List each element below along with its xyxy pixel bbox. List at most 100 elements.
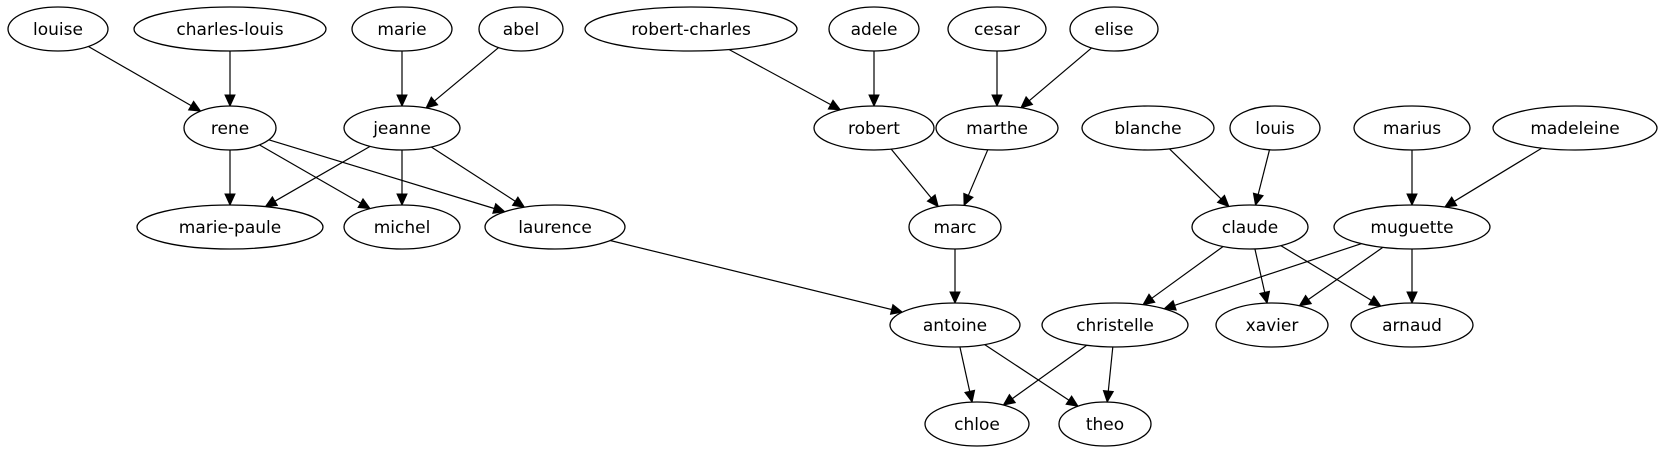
node-label: adele [851,20,898,40]
node-ellipse [1069,6,1159,52]
edge-line [1151,246,1224,299]
edge-line [1107,346,1114,392]
node-ellipse [924,401,1030,447]
edge-rene-to-marie-paule [224,150,236,207]
node-label: michel [374,218,431,238]
edge-line [1028,47,1092,102]
edge-antoine-to-chloe [959,346,976,404]
node-label: antoine [923,316,987,336]
node-christelle: christelle [1041,302,1189,348]
edge-madeleine-to-muguette [1443,147,1543,208]
node-ellipse [1333,204,1491,250]
node-louis: louis [1229,105,1321,151]
edge-line [967,149,989,196]
node-chloe: chloe [924,401,1030,447]
node-label: cesar [974,20,1020,40]
node-ellipse [343,204,461,250]
node-label: blanche [1114,119,1181,139]
node-label: charles-louis [176,20,283,40]
node-ellipse [828,6,920,52]
arrowhead [949,291,961,305]
edge-muguette-to-christelle [1163,243,1362,311]
arrowhead [1406,291,1418,305]
node-ellipse [1353,105,1471,151]
arrowhead [1216,194,1230,208]
arrowhead [264,195,279,208]
arrowhead [1298,294,1313,307]
node-label: arnaud [1382,316,1442,336]
arrowhead [964,389,976,404]
edge-robert-charles-to-robert [728,48,842,111]
arrowhead [1443,196,1458,208]
edge-claude-to-xavier [1254,248,1271,305]
node-madeleine: madeleine [1492,105,1658,151]
node-ellipse [908,204,1002,250]
node-label: theo [1086,415,1124,435]
edge-jeanne-to-marie-paule [264,145,371,208]
node-laurence: laurence [484,204,626,250]
edge-line [259,144,361,204]
node-label: marie [377,20,426,40]
arrowhead [187,100,202,112]
node-ellipse [478,6,564,52]
edge-rene-to-laurence [268,139,506,214]
node-xavier: xavier [1215,302,1329,348]
node-marc: marc [908,204,1002,250]
edge-louis-to-claude [1252,149,1271,207]
node-label: rene [211,119,249,139]
node-ellipse [351,6,453,52]
arrowhead [1065,395,1080,407]
arrowhead [827,99,842,111]
node-blanche: blanche [1081,105,1215,151]
node-ellipse [133,6,327,52]
edge-marie-to-jeanne [396,51,408,108]
edge-line [984,344,1070,401]
node-ellipse [484,204,626,250]
edge-line [728,48,831,106]
edge-line [430,146,516,202]
edge-line [890,148,932,199]
edge-elise-to-marthe [1019,47,1092,109]
arrowhead [357,197,372,210]
arrowhead [1252,192,1264,207]
node-ellipse [1492,105,1658,151]
arrowhead [1163,299,1177,311]
node-label: robert-charles [631,20,751,40]
edge-line [1012,344,1088,400]
node-ellipse [1229,105,1321,151]
edge-marc-to-antoine [949,249,961,305]
edge-adele-to-robert [868,51,880,108]
edge-blanche-to-claude [1168,148,1230,208]
node-label: laurence [518,218,592,238]
arrowhead [1002,393,1017,406]
edges-layer [88,45,1543,407]
edge-muguette-to-xavier [1298,246,1384,307]
node-cesar: cesar [947,6,1047,52]
arrowhead [1019,95,1034,109]
node-ellipse [1350,302,1474,348]
edge-line [1257,149,1271,195]
edge-claude-to-arnaud [1280,245,1382,307]
edge-rene-to-michel [259,144,372,210]
node-label: marie-paule [179,218,281,238]
arrowhead [224,94,236,108]
node-abel: abel [478,6,564,52]
node-theo: theo [1058,401,1152,447]
node-robert-charles: robert-charles [584,6,798,52]
node-elise: elise [1069,6,1159,52]
arrowhead [991,94,1003,108]
edge-marthe-to-marc [963,149,989,207]
node-robert: robert [813,105,935,151]
arrowhead [1142,293,1156,306]
node-marius: marius [1353,105,1471,151]
node-ellipse [889,302,1021,348]
edge-line [1174,243,1362,306]
edge-line [268,139,495,210]
edge-jeanne-to-michel [396,150,408,207]
node-arnaud: arnaud [1350,302,1474,348]
node-ellipse [584,6,798,52]
node-ellipse [7,6,109,52]
node-ellipse [1215,302,1329,348]
edge-louise-to-rene [88,45,202,112]
